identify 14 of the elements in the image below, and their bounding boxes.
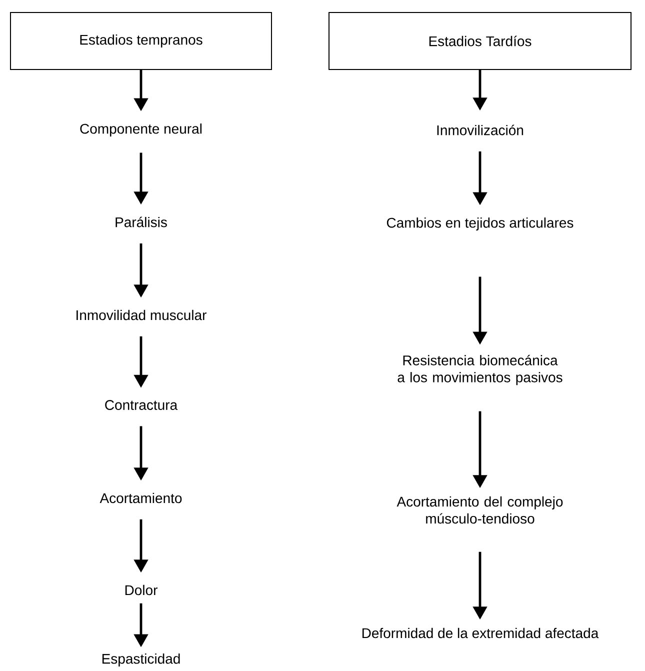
step-label: Inmovilidad muscular — [76, 310, 206, 320]
step-label: Dolor — [125, 584, 158, 596]
step-label: Cambios en tejidos articulares — [386, 217, 574, 231]
step-label: Inmovilización — [437, 124, 524, 136]
step-label: Acortamiento del complejo músculo-tendioso — [396, 496, 563, 524]
step-label: Deformidad de la extremidad afectada — [362, 628, 599, 638]
stage-box: Estadios tempranos — [10, 12, 272, 70]
step-label: Acortamiento — [100, 492, 182, 504]
step-label: Componente neural — [80, 123, 202, 137]
step-label: Espasticidad — [102, 653, 180, 667]
step-label: Contractura — [105, 400, 178, 410]
step-label: Resistencia biomecánica a los movimientos pasivos — [398, 354, 562, 386]
step-label: Parálisis — [116, 216, 167, 228]
stage-box: Estadios Tardíos — [328, 12, 632, 70]
